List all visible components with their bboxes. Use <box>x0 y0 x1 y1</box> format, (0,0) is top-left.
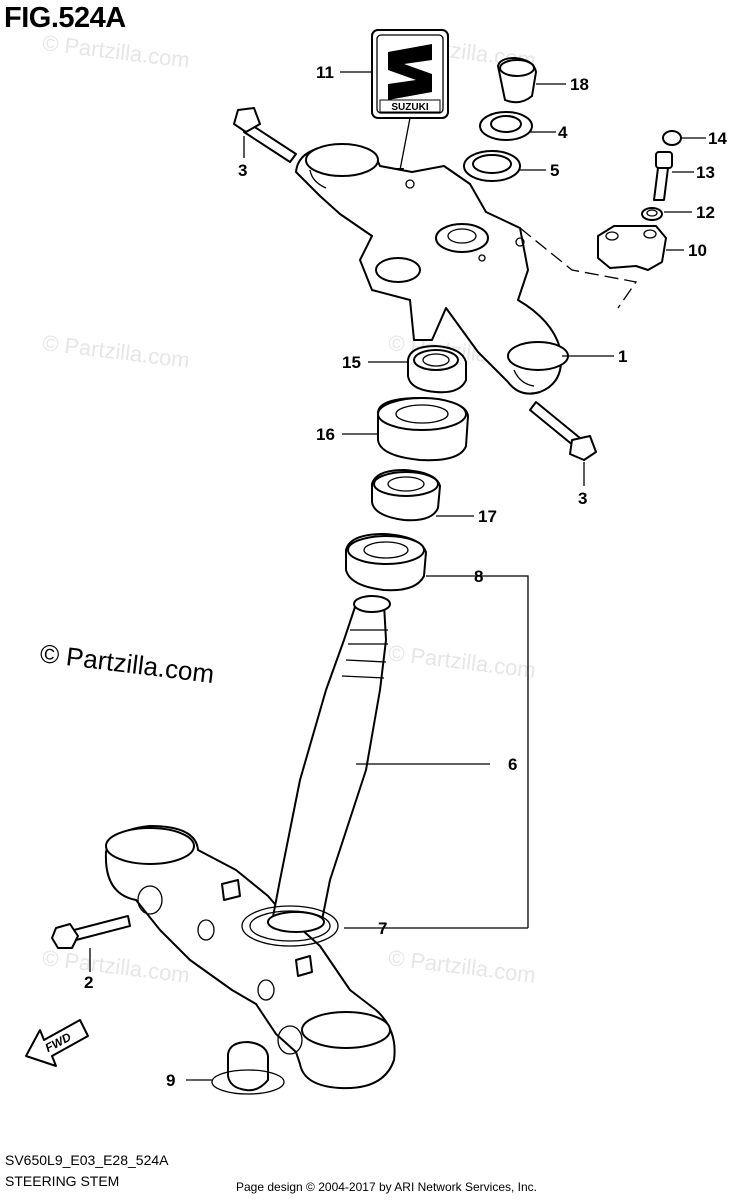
callout-10: 10 <box>688 241 707 260</box>
stem-washer-4[interactable] <box>479 111 533 141</box>
suzuki-emblem[interactable]: SUZUKI <box>371 29 449 119</box>
callout-16: 16 <box>316 425 335 444</box>
stem-washer-5[interactable] <box>463 150 521 182</box>
callout-3-upper: 3 <box>238 161 247 180</box>
figure-name: STEERING STEM <box>5 1173 120 1189</box>
bolt-3-lower[interactable] <box>529 401 597 461</box>
callout-18: 18 <box>570 75 589 94</box>
holder-bolt[interactable] <box>653 151 673 201</box>
forward-arrow-icon: FWD <box>25 1019 89 1067</box>
callout-5: 5 <box>550 161 559 180</box>
pinch-bolt-2[interactable] <box>51 915 131 949</box>
lower-bearing[interactable] <box>345 533 427 592</box>
figure-title: FIG.524A <box>4 2 126 34</box>
callout-17: 17 <box>478 507 497 526</box>
callout-2: 2 <box>84 973 93 992</box>
callout-3-lower: 3 <box>578 489 587 508</box>
steering-lock-nut[interactable] <box>407 345 467 394</box>
dust-seal[interactable] <box>377 397 469 462</box>
callout-12: 12 <box>696 203 715 222</box>
holder-washer[interactable] <box>641 207 663 221</box>
emblem-text: SUZUKI <box>391 102 428 113</box>
handle-holder[interactable] <box>597 225 667 271</box>
callout-4: 4 <box>558 123 568 142</box>
callout-1: 1 <box>618 347 627 366</box>
stem-cap-nut[interactable] <box>497 57 537 104</box>
stem-plug[interactable] <box>211 1041 285 1095</box>
bolt-3-upper[interactable] <box>233 107 297 163</box>
figure-code: SV650L9_E03_E28_524A <box>5 1152 169 1168</box>
steering-stem[interactable] <box>104 595 396 1090</box>
upper-bearing[interactable] <box>371 469 441 522</box>
bolt-cap[interactable] <box>662 130 682 146</box>
callout-15: 15 <box>342 353 361 372</box>
callout-7: 7 <box>378 919 387 938</box>
callout-14: 14 <box>708 129 727 148</box>
callout-8: 8 <box>474 567 483 586</box>
callout-6: 6 <box>508 755 517 774</box>
page-credit: Page design © 2004-2017 by ARI Network S… <box>236 1180 538 1194</box>
callout-9: 9 <box>166 1071 175 1090</box>
stem-seal[interactable] <box>241 905 339 947</box>
callout-11: 11 <box>316 63 334 82</box>
callout-13: 13 <box>696 163 715 182</box>
upper-bracket[interactable] <box>295 143 569 395</box>
